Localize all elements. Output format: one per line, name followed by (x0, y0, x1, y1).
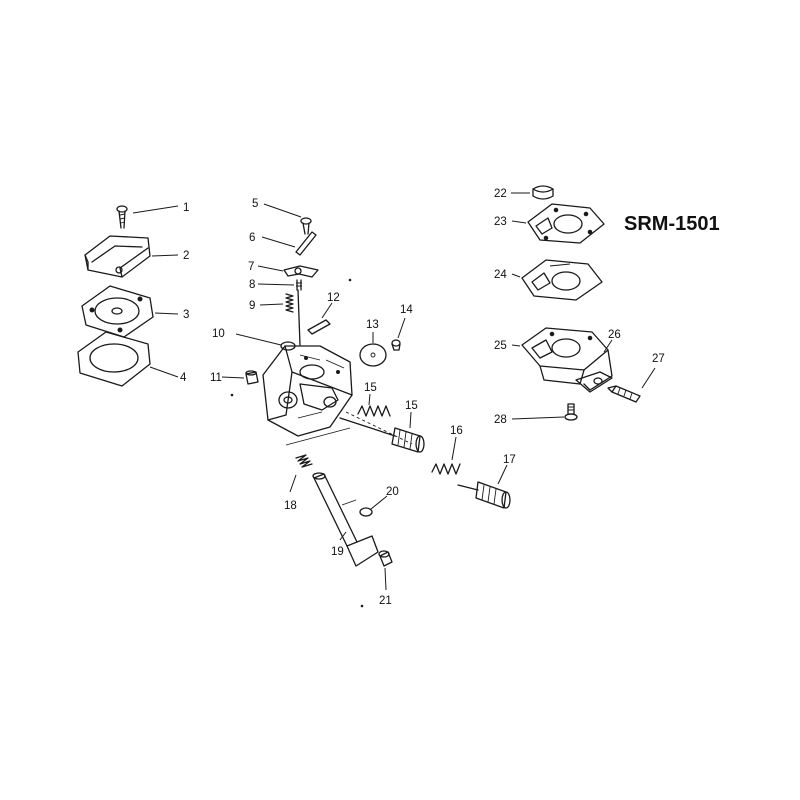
callout-20: 19 (331, 546, 344, 558)
part-18-washer (359, 507, 373, 517)
part-24-gasket (521, 259, 603, 301)
callout-27: 27 (652, 353, 665, 365)
callout-23: 23 (494, 216, 507, 228)
speck (360, 604, 364, 608)
part-13-disc (359, 343, 387, 367)
callout-15-upper: 15 (364, 382, 377, 394)
callout-17: 17 (503, 454, 516, 466)
part-12-flat-pin (307, 319, 331, 335)
callout-19: 18 (284, 500, 297, 512)
part-1-screw (116, 205, 128, 229)
callout-3: 3 (183, 309, 189, 321)
callout-5: 5 (252, 198, 258, 210)
part-9-spring (285, 293, 294, 313)
callout-16: 15 (405, 400, 418, 412)
callout-10: 10 (212, 328, 225, 340)
callout-28: 26 (608, 329, 621, 341)
callout-11: 11 (210, 372, 222, 384)
callout-1: 1 (183, 202, 189, 214)
linkage-line (285, 427, 351, 446)
callout-22: 22 (494, 188, 507, 200)
part-7-lever (283, 265, 319, 278)
callout-4: 4 (180, 372, 187, 384)
part-4-gasket (77, 331, 151, 387)
part-27-screw (607, 385, 641, 403)
carburetor-body (262, 345, 353, 437)
part-23-diaphragm (527, 203, 605, 244)
part-26-screw (564, 403, 578, 421)
speck (348, 278, 352, 282)
callout-18: 20 (386, 486, 399, 498)
callout-12: 12 (327, 292, 340, 304)
part-19-spring (295, 454, 313, 468)
callout-8: 8 (249, 279, 255, 291)
callout-15-lower: 16 (450, 425, 463, 437)
callout-14: 14 (400, 304, 413, 316)
callout-26: 28 (494, 414, 507, 426)
callout-25: 25 (494, 340, 507, 352)
axis-line-16 (345, 411, 413, 445)
part-5-screw (300, 217, 312, 235)
part-3-diaphragm (81, 285, 154, 338)
callout-9: 9 (249, 300, 255, 312)
part-15-spring-lower (431, 463, 461, 475)
part-16-needle (339, 417, 425, 453)
model-label: SRM-1501 (624, 213, 720, 235)
part-22-cap (532, 185, 554, 200)
callout-13: 13 (366, 319, 379, 331)
callout-21: 21 (379, 595, 392, 607)
callout-2: 2 (183, 250, 189, 262)
callout-24: 24 (494, 269, 507, 281)
part-21-nut (378, 550, 393, 567)
part-25-metering-body (521, 327, 613, 393)
part-8-needle (296, 279, 302, 346)
part-6-pin (295, 231, 317, 256)
speck (230, 393, 234, 397)
callout-6: 6 (249, 232, 255, 244)
callout-7: 7 (248, 261, 254, 273)
part-2-pump-cover (84, 235, 151, 278)
part-11-cap (245, 370, 259, 385)
part-14-screw (391, 339, 401, 351)
part-15-spring-upper (357, 405, 391, 417)
part-20-throttle-shaft (312, 472, 379, 567)
part-17-needle (457, 481, 511, 509)
